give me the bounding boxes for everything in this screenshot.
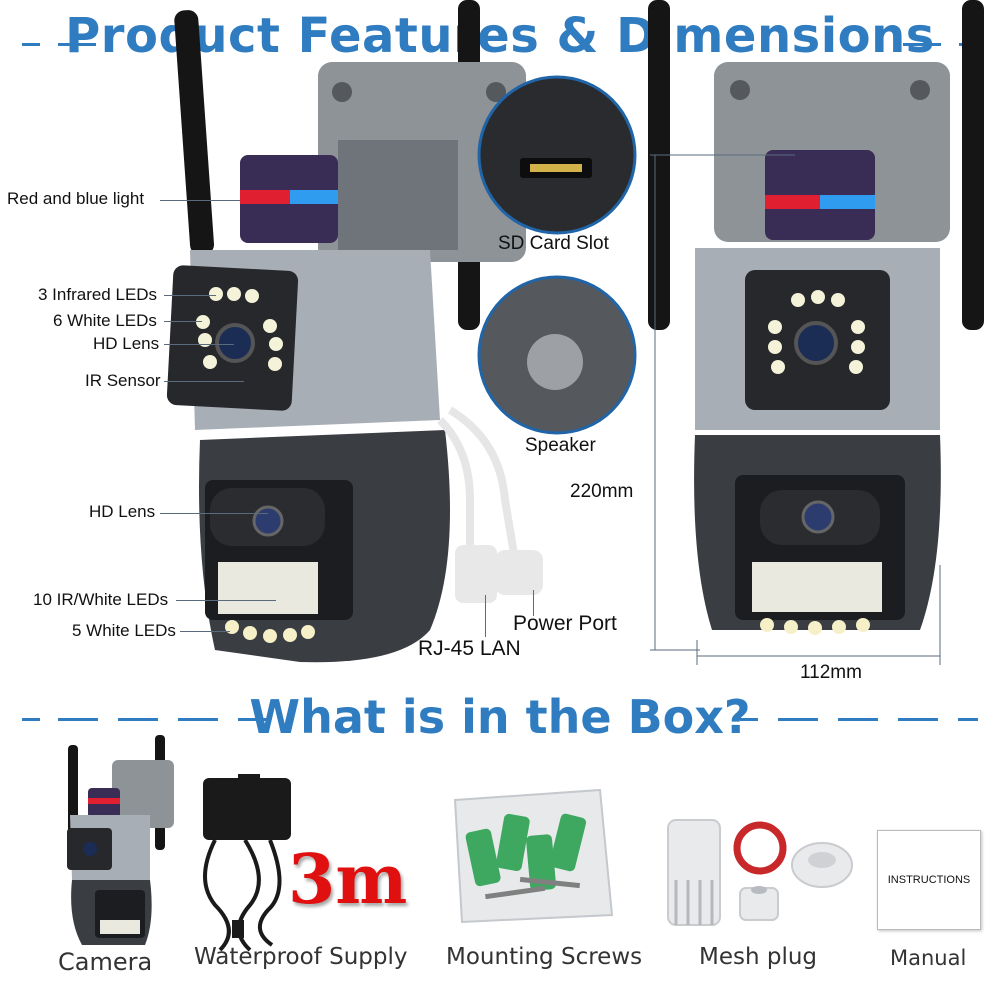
leader-line (164, 321, 202, 322)
title-dash (22, 43, 40, 46)
label-red-blue-light: Red and blue light (7, 189, 145, 208)
title-dash (22, 718, 40, 721)
leader-line (164, 295, 216, 296)
manual-cover-text: INSTRUCTIONS (887, 874, 971, 886)
label-white-leds-6: 6 White LEDs (53, 311, 157, 330)
leader-line (164, 381, 244, 382)
title-dash (958, 718, 978, 721)
camera-right-illustration (648, 0, 984, 665)
manual-image: INSTRUCTIONS (877, 830, 981, 930)
label-sd-card-slot: SD Card Slot (498, 233, 609, 254)
title-dash (838, 718, 878, 721)
label-hd-lens-bottom: HD Lens (89, 502, 156, 521)
label-infrared-leds: 3 Infrared LEDs (38, 285, 158, 304)
leader-line (176, 600, 276, 601)
caption-supply: Waterproof Supply (194, 944, 408, 970)
title-dash (238, 718, 266, 721)
title-dash (178, 718, 218, 721)
caption-camera: Camera (58, 948, 153, 976)
title-dash (58, 718, 98, 721)
title-dash (903, 43, 941, 46)
title-dash (58, 43, 96, 46)
leader-line (164, 344, 234, 345)
box-title: What is in the Box? (249, 690, 751, 744)
leader-line (533, 590, 534, 616)
label-hd-lens-top: HD Lens (93, 334, 160, 353)
label-white-leds-5: 5 White LEDs (72, 621, 176, 640)
camera-left-illustration (166, 0, 637, 663)
title-dash (740, 718, 758, 721)
cable-length: 3m (288, 840, 408, 920)
label-ir-white-leds: 10 IR/White LEDs (33, 590, 169, 609)
title-dash (778, 718, 818, 721)
leader-line (180, 631, 230, 632)
leader-line (485, 595, 486, 637)
dimension-height: 220mm (570, 481, 634, 502)
title-dash (898, 718, 938, 721)
caption-manual: Manual (890, 946, 967, 970)
label-power-port: Power Port (513, 612, 617, 635)
page-title: Product Features & Dimensions (65, 8, 935, 64)
dimension-width: 112mm (800, 662, 862, 683)
title-dash (118, 718, 158, 721)
caption-mesh-plug: Mesh plug (699, 944, 818, 970)
label-speaker: Speaker (525, 435, 596, 456)
leader-line (160, 513, 268, 514)
caption-screws: Mounting Screws (446, 944, 643, 970)
leader-line (160, 200, 240, 201)
label-ir-sensor: IR Sensor (85, 371, 161, 390)
label-rj45-lan: RJ-45 LAN (418, 637, 521, 660)
